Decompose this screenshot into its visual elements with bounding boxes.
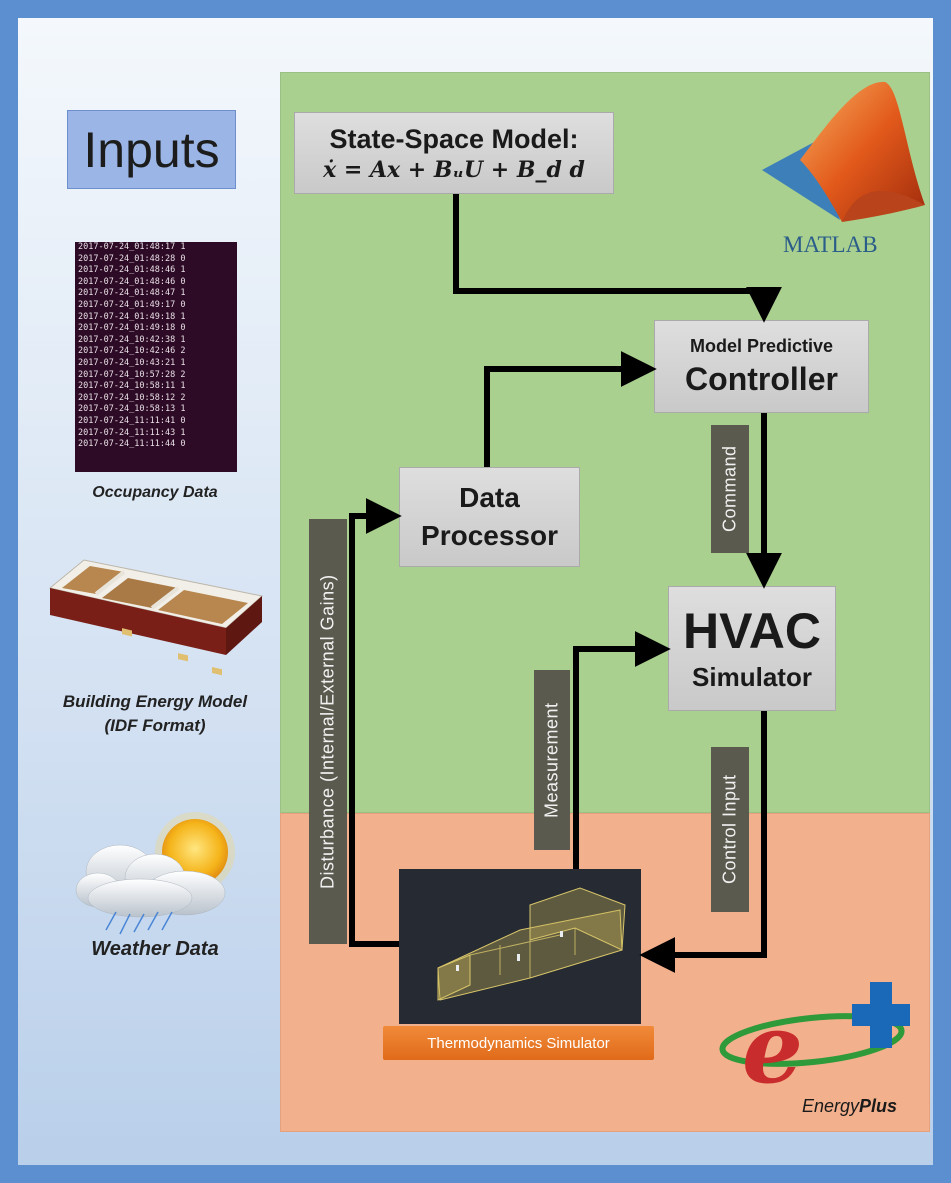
occupancy-row: 2017-07-24_01:48:17 1 [78, 242, 186, 252]
control-input-label: Control Input [711, 747, 749, 912]
hvac-line1: HVAC [683, 603, 821, 659]
disturbance-label: Disturbance (Internal/External Gains) [309, 519, 347, 944]
mpc-box: Model Predictive Controller [654, 320, 869, 413]
thermodynamics-model-image [399, 869, 641, 1024]
data-processor-line2: Processor [421, 520, 558, 551]
occupancy-row: 2017-07-24_10:42:38 1 [78, 334, 186, 345]
command-label: Command [711, 425, 749, 553]
occupancy-row: 2017-07-24_01:49:18 1 [78, 311, 186, 322]
occupancy-row: 2017-07-24_01:49:18 0 [78, 323, 186, 334]
matlab-label: MATLAB [783, 232, 878, 257]
occupancy-row: 2017-07-24_01:49:17 0 [78, 299, 186, 310]
occupancy-row: 2017-07-24_11:11:43 1 [78, 427, 186, 438]
building-model-caption: Building Energy Model (IDF Format) [40, 690, 270, 738]
measurement-label: Measurement [534, 670, 570, 850]
hvac-simulator-box: HVAC Simulator [668, 586, 836, 711]
data-processor-line1: Data [459, 482, 520, 513]
occupancy-row: 2017-07-24_11:11:41 0 [78, 415, 186, 426]
state-space-title: State-Space Model: [329, 123, 579, 154]
occupancy-row: 2017-07-24_01:48:28 0 [78, 253, 186, 264]
building-caption-line2: (IDF Format) [104, 716, 206, 735]
occupancy-row: 2017-07-24_01:48:46 1 [78, 265, 186, 276]
occupancy-row: 2017-07-24_10:58:11 1 [78, 381, 186, 392]
occupancy-row: 2017-07-24_10:43:21 1 [78, 357, 186, 368]
hvac-line2: Simulator [692, 662, 812, 692]
energyplus-prefix: Energy [802, 1096, 860, 1116]
occupancy-row: 2017-07-24_10:42:46 2 [78, 346, 186, 357]
energyplus-suffix: Plus [859, 1096, 898, 1116]
state-space-model-box: State-Space Model: ẋ = Ax + BᵤU + B_d d [294, 112, 614, 194]
mpc-line2: Controller [685, 360, 838, 397]
inputs-title: Inputs [67, 110, 236, 189]
energyplus-label: EnergyPlus [802, 1096, 897, 1117]
occupancy-caption: Occupancy Data [92, 484, 218, 501]
occupancy-row: 2017-07-24_01:48:46 0 [78, 276, 186, 287]
mpc-line1: Model Predictive [689, 335, 834, 356]
weather-caption: Weather Data [91, 938, 219, 960]
occupancy-row: 2017-07-24_01:48:47 1 [78, 288, 186, 299]
state-space-equation: ẋ = Ax + BᵤU + B_d d [323, 156, 585, 183]
thermodynamics-simulator-label: Thermodynamics Simulator [383, 1026, 654, 1060]
occupancy-row: 2017-07-24_10:57:28 2 [78, 369, 186, 380]
occupancy-row: 2017-07-24_11:11:44 0 [78, 439, 186, 450]
data-processor-box: Data Processor [399, 467, 580, 567]
occupancy-row: 2017-07-24_10:58:12 2 [78, 392, 186, 403]
occupancy-row: 2017-07-24_10:58:13 1 [78, 404, 186, 415]
building-caption-line1: Building Energy Model [62, 692, 248, 711]
